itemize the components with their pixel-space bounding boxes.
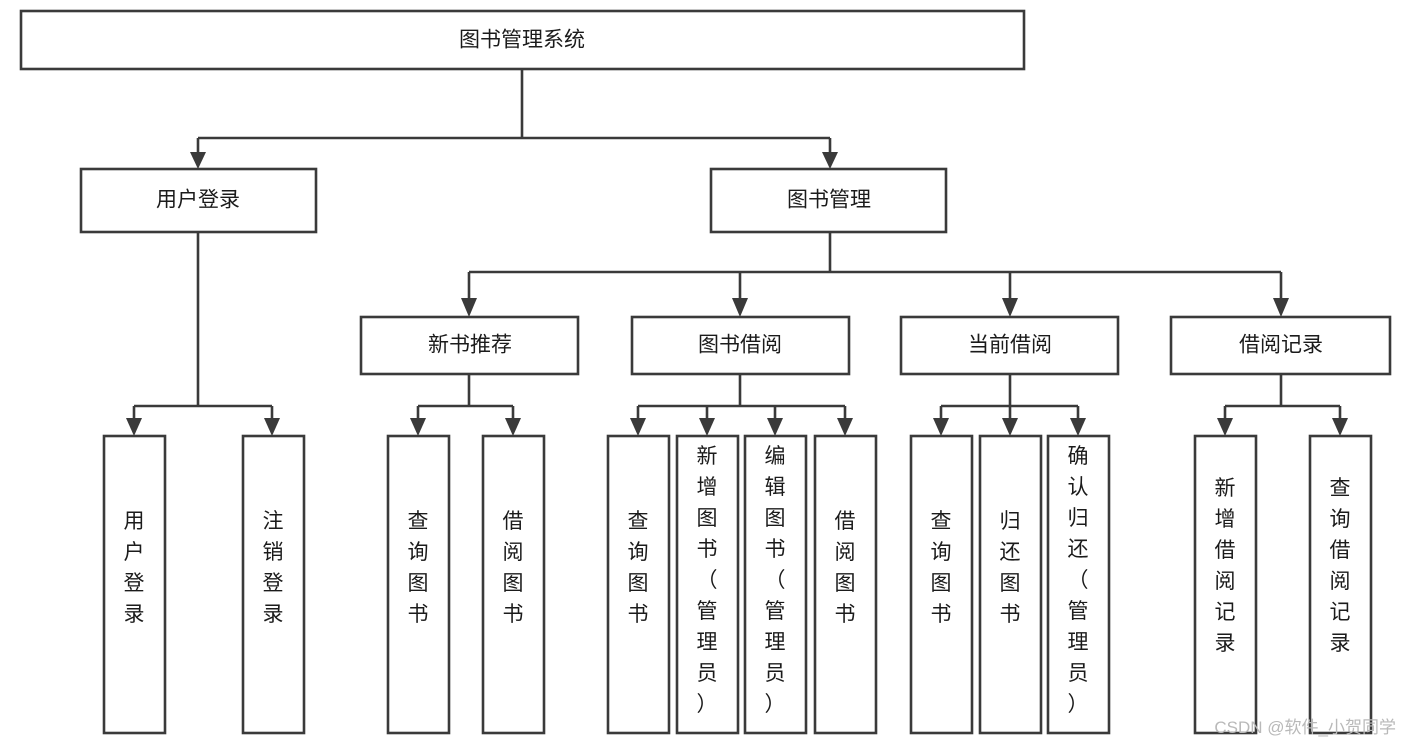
leaf-record-query-record[interactable]: 查询借阅记录	[1308, 434, 1373, 735]
leaf-label-borrow-edit-book: 编辑图书（管理员）	[765, 445, 786, 716]
leaf-borrow-add-book[interactable]: 新增图书（管理员）	[675, 434, 740, 735]
arrowhead-current-leaf-1	[933, 418, 949, 436]
arrowhead-record-leaf-1	[1217, 418, 1233, 436]
leaf-user-login-login[interactable]: 用户登录	[102, 434, 167, 735]
arrowhead-book-borrow	[732, 298, 748, 317]
arrowhead-user-login	[190, 152, 206, 169]
node-root-system[interactable]: 图书管理系统	[19, 9, 1026, 71]
node-label-borrow-record: 借阅记录	[1239, 334, 1323, 357]
arrowhead-leaf-logout	[264, 418, 280, 436]
arrowhead-borrow-leaf-1	[630, 418, 646, 436]
node-current-borrow[interactable]: 当前借阅	[899, 315, 1120, 376]
node-label-root: 图书管理系统	[459, 29, 585, 52]
node-label-user-login: 用户登录	[156, 189, 240, 212]
leaf-user-login-logout[interactable]: 注销登录	[241, 434, 306, 735]
node-borrow-record[interactable]: 借阅记录	[1169, 315, 1392, 376]
arrowhead-borrow-leaf-3	[767, 418, 783, 436]
leaf-label-current-return-book: 归还图书	[1000, 510, 1021, 626]
leaf-box-new-book-query[interactable]	[386, 434, 451, 735]
arrowhead-newbook-leaf-2	[505, 418, 521, 436]
leaf-box-user-login-logout[interactable]	[241, 434, 306, 735]
leaf-box-record-query-record[interactable]	[1308, 434, 1373, 735]
arrowhead-record-leaf-2	[1332, 418, 1348, 436]
leaf-label-new-book-query: 查询图书	[408, 510, 429, 626]
node-new-book-recommend[interactable]: 新书推荐	[359, 315, 580, 376]
leaf-current-query-book[interactable]: 查询图书	[909, 434, 974, 735]
node-box-user-login[interactable]	[79, 167, 318, 234]
leaf-box-borrow-query-book[interactable]	[606, 434, 671, 735]
node-book-management[interactable]: 图书管理	[709, 167, 948, 234]
node-box-new-book-recommend[interactable]	[359, 315, 580, 376]
leaf-box-borrow-borrow-book[interactable]	[813, 434, 878, 735]
leaf-label-current-confirm-return: 确认归还（管理员）	[1068, 445, 1089, 716]
node-box-book-borrow[interactable]	[630, 315, 851, 376]
leaf-new-book-borrow[interactable]: 借阅图书	[481, 434, 546, 735]
arrowhead-borrow-leaf-4	[837, 418, 853, 436]
leaf-borrow-borrow-book[interactable]: 借阅图书	[813, 434, 878, 735]
node-label-book-borrow: 图书借阅	[698, 334, 782, 357]
leaf-label-borrow-borrow-book: 借阅图书	[835, 510, 856, 626]
leaf-box-record-add-record[interactable]	[1193, 434, 1258, 735]
leaf-label-current-query-book: 查询图书	[931, 510, 952, 626]
arrowhead-borrow-record	[1273, 298, 1289, 317]
leaf-label-record-query-record: 查询借阅记录	[1330, 477, 1351, 655]
arrowhead-book-mgmt	[822, 152, 838, 169]
leaf-box-user-login-login[interactable]	[102, 434, 167, 735]
arrowhead-current-borrow	[1002, 298, 1018, 317]
arrowhead-new-book	[461, 298, 477, 317]
leaf-current-return-book[interactable]: 归还图书	[978, 434, 1043, 735]
leaf-box-borrow-edit-book[interactable]	[743, 434, 808, 735]
node-user-login[interactable]: 用户登录	[79, 167, 318, 234]
node-box-book-management[interactable]	[709, 167, 948, 234]
arrowhead-current-leaf-3	[1070, 418, 1086, 436]
leaf-current-confirm-return[interactable]: 确认归还（管理员）	[1046, 434, 1111, 735]
connector-layer	[126, 69, 1348, 436]
leaf-label-new-book-borrow: 借阅图书	[503, 510, 524, 626]
node-label-current-borrow: 当前借阅	[968, 334, 1052, 357]
leaf-box-current-return-book[interactable]	[978, 434, 1043, 735]
csdn-watermark: CSDN @软件_小贺同学	[1214, 718, 1396, 737]
leaf-box-new-book-borrow[interactable]	[481, 434, 546, 735]
node-box-borrow-record[interactable]	[1169, 315, 1392, 376]
arrowhead-newbook-leaf-1	[410, 418, 426, 436]
arrowhead-leaf-user-login	[126, 418, 142, 436]
node-box-current-borrow[interactable]	[899, 315, 1120, 376]
leaf-borrow-query-book[interactable]: 查询图书	[606, 434, 671, 735]
node-label-book-management: 图书管理	[787, 189, 871, 212]
leaf-label-record-add-record: 新增借阅记录	[1215, 477, 1236, 655]
leaf-box-current-query-book[interactable]	[909, 434, 974, 735]
leaf-label-user-login-login: 用户登录	[124, 510, 145, 626]
node-label-new-book-recommend: 新书推荐	[428, 334, 512, 357]
arrowhead-borrow-leaf-2	[699, 418, 715, 436]
node-book-borrow[interactable]: 图书借阅	[630, 315, 851, 376]
leaf-box-current-confirm-return[interactable]	[1046, 434, 1111, 735]
leaf-record-add-record[interactable]: 新增借阅记录	[1193, 434, 1258, 735]
leaf-label-user-login-logout: 注销登录	[263, 510, 284, 626]
leaf-new-book-query[interactable]: 查询图书	[386, 434, 451, 735]
leaf-box-borrow-add-book[interactable]	[675, 434, 740, 735]
leaf-borrow-edit-book[interactable]: 编辑图书（管理员）	[743, 434, 808, 735]
node-box-root[interactable]	[19, 9, 1026, 71]
arrowhead-current-leaf-2	[1002, 418, 1018, 436]
leaf-label-borrow-add-book: 新增图书（管理员）	[697, 445, 718, 716]
leaf-label-borrow-query-book: 查询图书	[628, 510, 649, 626]
